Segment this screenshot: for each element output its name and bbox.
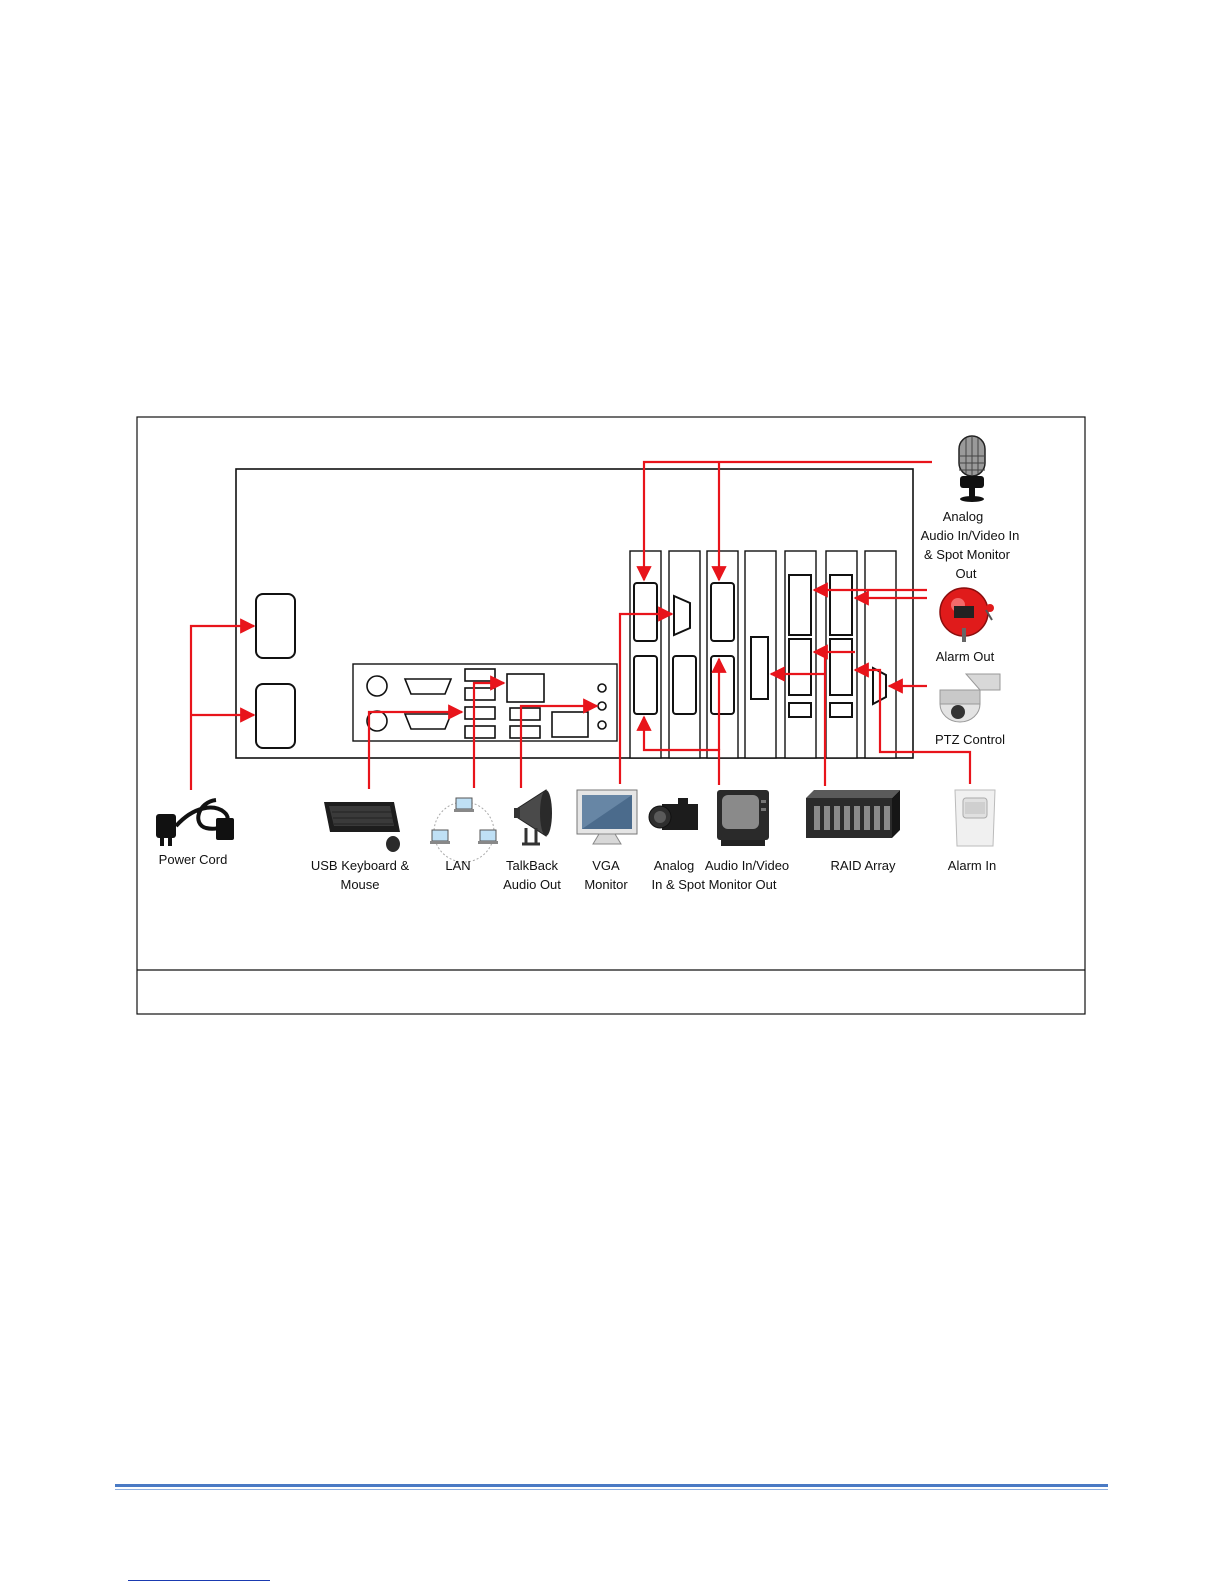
io-shield (353, 664, 617, 741)
microphone-label: Audio In/Video In (921, 528, 1020, 543)
keyboard-mouse-icon (324, 802, 400, 852)
bnc-connector (711, 656, 734, 714)
bnc-connector (634, 656, 657, 714)
keyboard-label: Mouse (340, 877, 379, 892)
usb-port (465, 707, 495, 719)
ptz-control-label: PTZ Control (935, 732, 1005, 747)
microphone-icon (959, 436, 985, 502)
audio-jack (598, 702, 606, 710)
footer-rule (115, 1489, 1108, 1490)
alarm-connector (789, 639, 811, 695)
dsub-connector (674, 596, 690, 635)
keyboard-label: USB Keyboard & (311, 858, 410, 873)
usb-port (465, 726, 495, 738)
analog-av-label: Analog (654, 858, 694, 873)
alarm-in-label: Alarm In (948, 858, 996, 873)
microphone-label: Analog (943, 509, 983, 524)
scsi-connector (751, 637, 768, 699)
vga-monitor-label: VGA (592, 858, 620, 873)
usb-port (465, 669, 495, 681)
power-socket-bottom (256, 684, 295, 748)
lan-network-icon (430, 798, 498, 862)
lan-port (507, 674, 544, 702)
footer-rule (115, 1484, 1108, 1487)
alarm-connector (830, 639, 852, 695)
ps2-port (367, 676, 387, 696)
raid-array-label: RAID Array (830, 858, 896, 873)
cctv-camera-icon (649, 798, 698, 830)
vga-monitor-icon (577, 790, 637, 844)
alarm-connector (830, 575, 852, 635)
usb-port (465, 688, 495, 700)
microphone-label: & Spot Monitor (924, 547, 1011, 562)
usb-port (510, 708, 540, 720)
alarm-out-label: Alarm Out (936, 649, 995, 664)
power-cord-icon (156, 800, 234, 846)
power-cord-label: Power Cord (159, 852, 228, 867)
crt-monitor-icon (717, 790, 769, 846)
motion-sensor-icon (955, 790, 995, 846)
serial-port (405, 714, 451, 729)
talkback-label: Audio Out (503, 877, 561, 892)
raid-array-icon (806, 790, 900, 838)
bnc-connector (634, 583, 657, 641)
alarm-bell-icon (940, 588, 994, 642)
bnc-connector (673, 656, 696, 714)
ptz-camera-icon (940, 674, 1000, 722)
talkback-label: TalkBack (506, 858, 559, 873)
lan-label: LAN (445, 858, 470, 873)
serial-port (405, 679, 451, 694)
microphone-label: Out (956, 566, 977, 581)
audio-jack (598, 684, 606, 692)
vga-monitor-label: Monitor (584, 877, 628, 892)
dvr-back-panel (236, 469, 913, 758)
horn-speaker-icon (514, 790, 552, 844)
alarm-connector (830, 703, 852, 717)
analog-av-label: In & Spot Monitor Out (651, 877, 776, 892)
usb-port (510, 726, 540, 738)
power-socket-top (256, 594, 295, 658)
alarm-connector (789, 703, 811, 717)
alarm-connector (789, 575, 811, 635)
vga-port (552, 712, 588, 737)
expansion-slots (630, 551, 896, 758)
footer-link-underline (128, 1580, 270, 1581)
bnc-connector (711, 583, 734, 641)
audio-jack (598, 721, 606, 729)
analog-av-label: Audio In/Video (705, 858, 789, 873)
